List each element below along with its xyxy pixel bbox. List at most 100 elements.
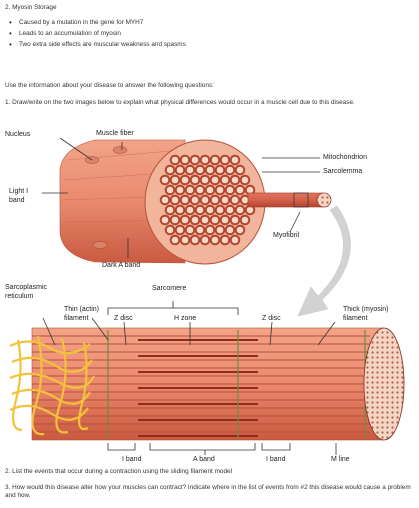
- page-heading: 2. Myosin Storage: [5, 4, 57, 11]
- label-mitochondrion: Mitochondrion: [323, 154, 367, 161]
- myofibril-cross-section: [189, 234, 201, 246]
- myofibril-cross-section: [239, 174, 251, 186]
- myofibril-cross-section: [234, 224, 246, 236]
- label-sarcolemma: Sarcolemma: [323, 168, 363, 175]
- myofibril-cross-section: [194, 204, 206, 216]
- myofibril-cross-section: [199, 234, 211, 246]
- myofibril-cross-section: [234, 204, 246, 216]
- label-thin-filament-line1: Thin (actin): [64, 306, 100, 313]
- myofibril-cross-section: [169, 174, 181, 186]
- myofibril-cross-section: [239, 214, 251, 226]
- instruction-text: Use the information about your disease t…: [5, 82, 214, 89]
- myofibril-cross-section: [219, 154, 231, 166]
- myofibril-cross-section: [224, 204, 236, 216]
- disease-facts-list: Caused by a mutation in the gene for MYH…: [5, 17, 186, 50]
- myofibril-cross-section: [169, 154, 181, 166]
- myofibril-cross-section: [169, 194, 181, 206]
- myofibril-cross-section: [204, 184, 216, 196]
- sarcoplasmic-reticulum-strand: [11, 356, 93, 373]
- myofibril-cross-section: [209, 234, 221, 246]
- myofibril-cross-section: [189, 194, 201, 206]
- myofibril-cross-section: [184, 164, 196, 176]
- myofibril-cross-section: [179, 154, 191, 166]
- myofibril-cross-section: [209, 194, 221, 206]
- label-dark-a-band: Dark A band: [102, 262, 141, 269]
- label-z-disc-right: Z disc: [262, 315, 281, 322]
- myofibril-cross-section: [199, 174, 211, 186]
- myofibril-cross-section: [204, 164, 216, 176]
- myofibril-cross-section: [174, 204, 186, 216]
- myofibril-cross-section: [194, 224, 206, 236]
- myofibril-cross-section: [159, 194, 171, 206]
- myofibril-cross-section: [174, 184, 186, 196]
- myofibril-cross-section: [224, 164, 236, 176]
- myofibril-cross-section: [204, 224, 216, 236]
- myofibril-cross-section: [214, 184, 226, 196]
- myofibril-cross-section: [234, 164, 246, 176]
- myofibril-cross-section: [189, 214, 201, 226]
- label-thin-filament-line2: filament: [64, 315, 89, 322]
- myofibril-cross-section: [229, 154, 241, 166]
- label-m-line: M line: [331, 456, 350, 463]
- sarcoplasmic-reticulum-strand: [31, 335, 45, 436]
- label-z-disc-left: Z disc: [114, 315, 133, 322]
- myofibril-cross-section: [194, 164, 206, 176]
- label-myofibril: Myofibril: [273, 232, 300, 239]
- myofibril-cross-section: [179, 234, 191, 246]
- myofibril-cross-section: [179, 174, 191, 186]
- label-muscle-fiber: Muscle fiber: [96, 130, 134, 137]
- myofibril-cross-section: [169, 234, 181, 246]
- question-1: 1. Draw/write on the two images below to…: [5, 99, 355, 106]
- myofibril-cross-section: [174, 164, 186, 176]
- myofibril-cross-section: [204, 204, 216, 216]
- question-3: 3. How would this disease alter how your…: [5, 484, 411, 499]
- sarcoplasmic-reticulum-strand: [77, 341, 89, 431]
- list-item: Two extra side effects are muscular weak…: [5, 39, 186, 50]
- label-h-zone: H zone: [174, 315, 197, 322]
- myofibril-cross-section: [224, 224, 236, 236]
- myofibril-cross-section: [179, 214, 191, 226]
- myofibril-cross-section: [169, 214, 181, 226]
- myofibril-cross-section: [229, 214, 241, 226]
- question-2: 2. List the events that occur during a c…: [5, 468, 232, 475]
- myofibril-illustration: [9, 137, 405, 455]
- myofibril-cross-section: [159, 174, 171, 186]
- zoom-arrow: [297, 205, 351, 317]
- myofibril-cross-section: [219, 214, 231, 226]
- myofibril-cross-section: [229, 194, 241, 206]
- myofibril-cross-section: [209, 214, 221, 226]
- sarcoplasmic-reticulum-strand: [11, 339, 23, 432]
- myofibril-cross-section: [209, 154, 221, 166]
- myofibril-cross-section: [219, 234, 231, 246]
- myofibril-cross-section: [184, 184, 196, 196]
- myofibril-cross-section: [179, 194, 191, 206]
- myofibril-cross-section: [219, 194, 231, 206]
- label-i-band-right: I band: [266, 456, 286, 463]
- list-item: Caused by a mutation in the gene for MYH…: [5, 17, 186, 28]
- label-sarcomere: Sarcomere: [152, 285, 187, 292]
- label-thick-filament-line1: Thick (myosin): [343, 306, 389, 313]
- myofibril-cross-section: [214, 204, 226, 216]
- myofibril-cross-section: [174, 224, 186, 236]
- myofibril-cross-section: [164, 164, 176, 176]
- myofibril-cross-section: [229, 174, 241, 186]
- label-light-band-line2: band: [9, 197, 25, 204]
- myofibril-cross-section: [199, 194, 211, 206]
- myofibril-cross-section: [164, 224, 176, 236]
- myofibril-cross-section: [219, 174, 231, 186]
- myofibril-cross-section: [199, 154, 211, 166]
- sarcoplasmic-reticulum-strand: [55, 337, 69, 434]
- myofibril-cross-section: [189, 174, 201, 186]
- myofibril-cross-section: [199, 214, 211, 226]
- myofibril-cross-section: [224, 184, 236, 196]
- sarcoplasmic-reticulum-strand: [9, 340, 91, 355]
- myofibril-cross-section: [189, 154, 201, 166]
- myofibril-cross-section: [209, 174, 221, 186]
- myofibril-cross-section: [229, 234, 241, 246]
- muscle-fiber-illustration: [59, 139, 332, 265]
- label-sarcoplasmic-line2: reticulum: [5, 293, 34, 300]
- myofibril-cross-section: [194, 184, 206, 196]
- myofibril-cross-section: [214, 224, 226, 236]
- myofibril-cross-section: [184, 204, 196, 216]
